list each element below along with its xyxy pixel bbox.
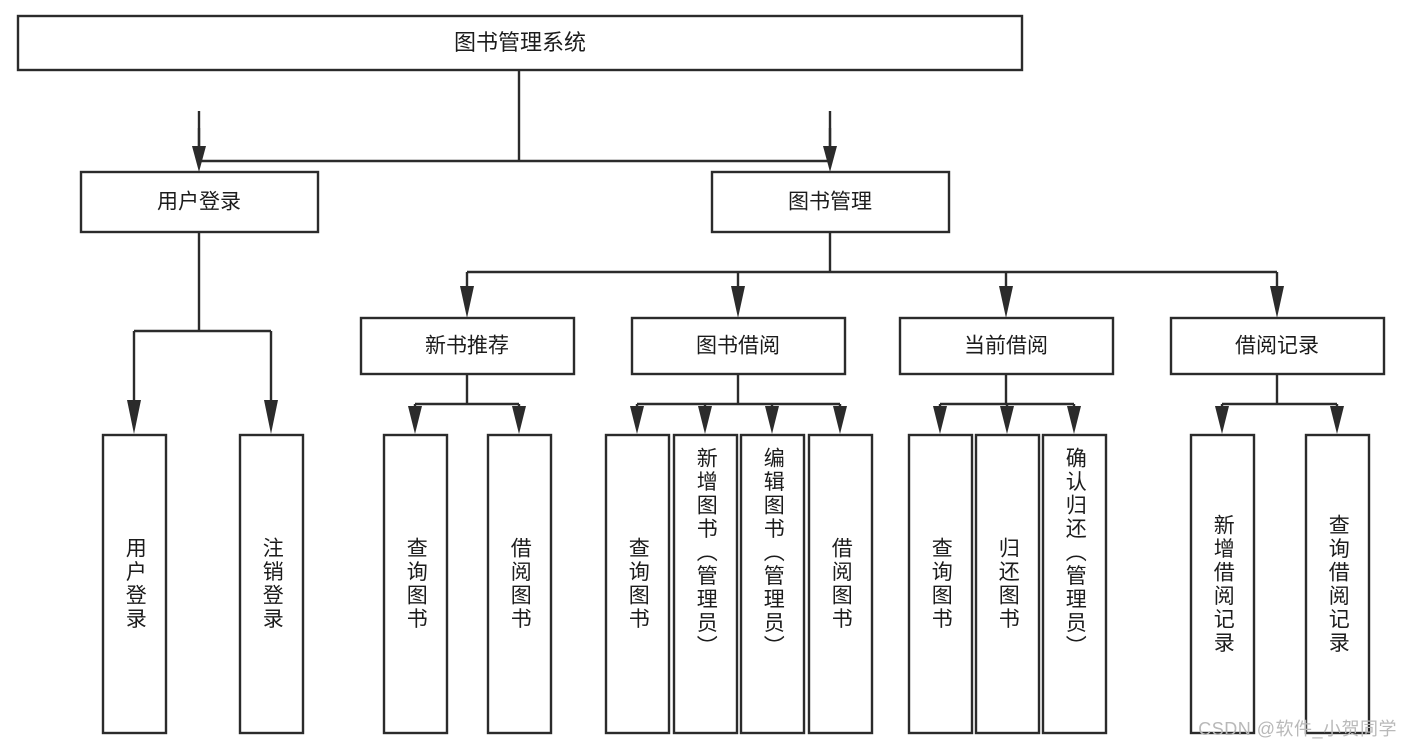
arrowhead-borrow-record (1270, 286, 1284, 318)
arrowhead-new-book-recommend (460, 286, 474, 318)
node-current-borrow-box[interactable] (898, 316, 1115, 376)
arrowhead-leaf-return-book (1000, 406, 1014, 434)
arrowhead-leaf-user-login (127, 400, 141, 434)
arrowhead-leaf-edit-book (765, 406, 779, 434)
node-current-borrow-label: 当前借阅 (964, 335, 1048, 358)
node-new-book-recommend-box[interactable] (359, 316, 576, 376)
arrowhead-userlogin (192, 146, 206, 172)
arrowhead-bookmanage (823, 146, 837, 172)
arrowhead-leaf-query-book-3 (933, 406, 947, 434)
node-leaf-edit-book-box[interactable] (739, 433, 806, 735)
node-borrow-record[interactable]: 借阅记录 (1169, 316, 1386, 376)
node-user-login-box[interactable] (79, 170, 320, 234)
arrowhead-book-borrow (731, 286, 745, 318)
node-book-manage-label: 图书管理 (788, 191, 872, 214)
nodes-layer: 图书管理系统 用户登录 图书管理 新书推荐 图书借阅 当前 (16, 14, 1386, 735)
arrowhead-leaf-query-record (1330, 406, 1344, 434)
arrowhead-leaf-confirm-return (1067, 406, 1081, 434)
node-root-box[interactable] (16, 14, 1024, 72)
node-leaf-confirm-return-box[interactable] (1041, 433, 1108, 735)
node-leaf-user-login-box[interactable] (101, 433, 168, 735)
node-leaf-query-book-2-box[interactable] (604, 433, 671, 735)
node-leaf-borrow-book-2-box[interactable] (807, 433, 874, 735)
node-leaf-borrow-book-1-box[interactable] (486, 433, 553, 735)
node-book-manage-box[interactable] (710, 170, 951, 234)
node-user-login-label: 用户登录 (157, 191, 241, 214)
node-root[interactable]: 图书管理系统 (16, 14, 1024, 72)
watermark: CSDN @软件_小贺同学 (1198, 719, 1397, 739)
arrowhead-leaf-borrow-book-1 (512, 406, 526, 434)
node-leaf-add-record-box[interactable] (1189, 433, 1256, 735)
node-new-book-recommend[interactable]: 新书推荐 (359, 316, 576, 376)
node-leaf-return-book-box[interactable] (974, 433, 1041, 735)
node-leaf-add-book-box[interactable] (672, 433, 739, 735)
node-book-borrow-box[interactable] (630, 316, 847, 376)
node-book-borrow-label: 图书借阅 (696, 335, 780, 358)
arrowhead-current-borrow (999, 286, 1013, 318)
node-leaf-query-book-3-box[interactable] (907, 433, 974, 735)
arrowhead-leaf-logout-login (264, 400, 278, 434)
node-user-login[interactable]: 用户登录 (79, 170, 320, 234)
node-book-borrow[interactable]: 图书借阅 (630, 316, 847, 376)
node-new-book-recommend-label: 新书推荐 (425, 335, 509, 358)
arrowhead-leaf-borrow-book-2 (833, 406, 847, 434)
node-leaf-query-record-box[interactable] (1304, 433, 1371, 735)
node-leaf-query-book-1-box[interactable] (382, 433, 449, 735)
arrowhead-leaf-query-book-2 (630, 406, 644, 434)
arrowhead-leaf-add-book (698, 406, 712, 434)
edges-layer (127, 70, 1344, 434)
node-book-manage[interactable]: 图书管理 (710, 170, 951, 234)
node-current-borrow[interactable]: 当前借阅 (898, 316, 1115, 376)
node-borrow-record-label: 借阅记录 (1235, 335, 1319, 358)
node-root-label: 图书管理系统 (454, 30, 586, 55)
node-borrow-record-box[interactable] (1169, 316, 1386, 376)
arrowhead-leaf-query-book-1 (408, 406, 422, 434)
arrowhead-leaf-add-record (1215, 406, 1229, 434)
node-leaf-logout-login-box[interactable] (238, 433, 305, 735)
